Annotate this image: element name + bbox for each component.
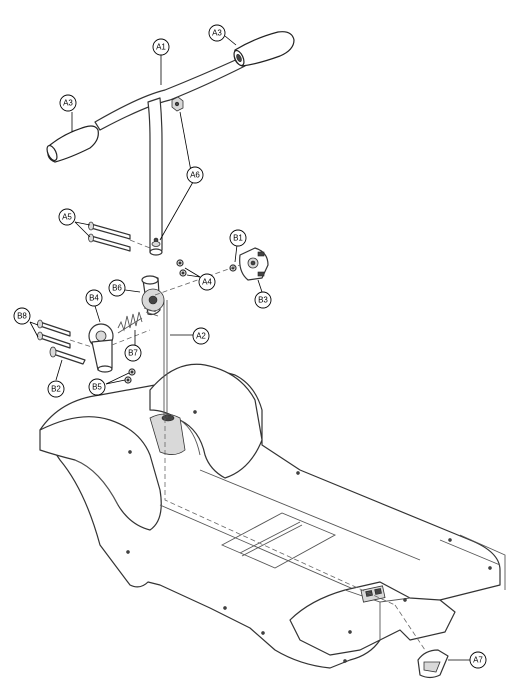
pivot-block-b6 xyxy=(141,275,165,317)
callout-b3: B3 xyxy=(254,291,272,309)
callout-b6: B6 xyxy=(108,279,126,297)
callout-a6: A6 xyxy=(186,166,204,184)
clip-a7 xyxy=(394,604,449,679)
base-floor-pan xyxy=(39,363,506,669)
callout-a3-right: A3 xyxy=(208,24,226,42)
callout-a3-left: A3 xyxy=(59,94,77,112)
callout-a5: A5 xyxy=(58,208,76,226)
svg-text:A6: A6 xyxy=(190,171,200,180)
nuts-a4 xyxy=(176,259,187,277)
callout-a1: A1 xyxy=(152,38,170,56)
svg-text:B1: B1 xyxy=(233,234,243,243)
assembly-axis-line xyxy=(154,264,241,296)
svg-text:B8: B8 xyxy=(17,312,27,321)
callout-a7: A7 xyxy=(469,651,487,669)
svg-text:A3: A3 xyxy=(63,99,73,108)
svg-text:B5: B5 xyxy=(92,383,102,392)
svg-text:B3: B3 xyxy=(258,296,268,305)
grip-right-a3 xyxy=(233,31,295,67)
svg-text:A5: A5 xyxy=(62,213,72,222)
bolt-b2 xyxy=(49,346,86,365)
callout-b5: B5 xyxy=(88,378,106,396)
svg-text:A4: A4 xyxy=(202,278,212,287)
svg-text:B2: B2 xyxy=(51,385,61,394)
spring-b7 xyxy=(117,311,143,334)
svg-text:B4: B4 xyxy=(89,294,99,303)
svg-text:A1: A1 xyxy=(156,43,166,52)
callout-a2: A2 xyxy=(192,327,210,345)
cable-a2 xyxy=(163,300,396,606)
bracket-b4 xyxy=(88,323,114,373)
svg-text:B7: B7 xyxy=(128,349,138,358)
callout-b7: B7 xyxy=(124,344,142,362)
leader-lines xyxy=(29,35,470,661)
tiller-handlebar-a1 xyxy=(94,57,246,256)
callout-b8: B8 xyxy=(13,307,31,325)
callout-b4: B4 xyxy=(85,289,103,307)
grip-left-a3 xyxy=(46,125,99,163)
bracket-b3 xyxy=(239,247,269,281)
svg-text:B6: B6 xyxy=(112,284,122,293)
assembly-axis-line-lower xyxy=(111,329,151,346)
bolts-b8 xyxy=(37,319,96,349)
callout-a4: A4 xyxy=(198,273,216,291)
bolts-a5 xyxy=(88,221,151,252)
washers-b5 xyxy=(124,368,136,384)
svg-text:A7: A7 xyxy=(473,656,483,665)
svg-text:A3: A3 xyxy=(212,29,222,38)
callout-b2: B2 xyxy=(47,380,65,398)
svg-text:A2: A2 xyxy=(196,332,206,341)
callout-b1: B1 xyxy=(229,229,247,247)
